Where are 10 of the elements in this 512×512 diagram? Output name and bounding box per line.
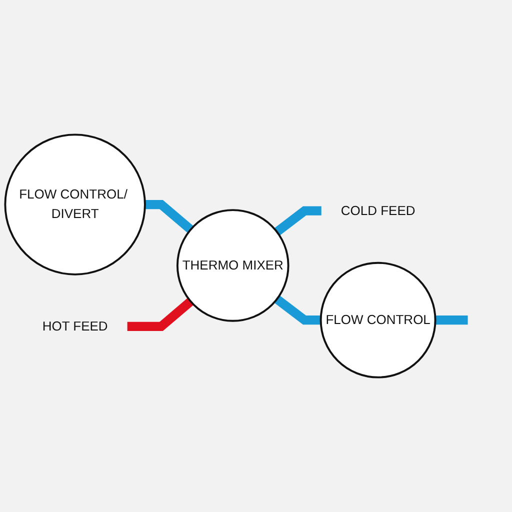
connector (144, 200, 194, 234)
node-circle: THERMO MIXER (176, 209, 290, 322)
node-text: HOT FEED (42, 319, 108, 334)
node-circle: FLOW CONTROL (320, 262, 436, 378)
connector (127, 298, 194, 331)
connector (274, 295, 321, 325)
connector (274, 206, 322, 236)
node-text: COLD FEED (340, 204, 416, 218)
connector (435, 316, 468, 325)
node-circle: FLOW CONTROL/ DIVERT (4, 134, 146, 276)
